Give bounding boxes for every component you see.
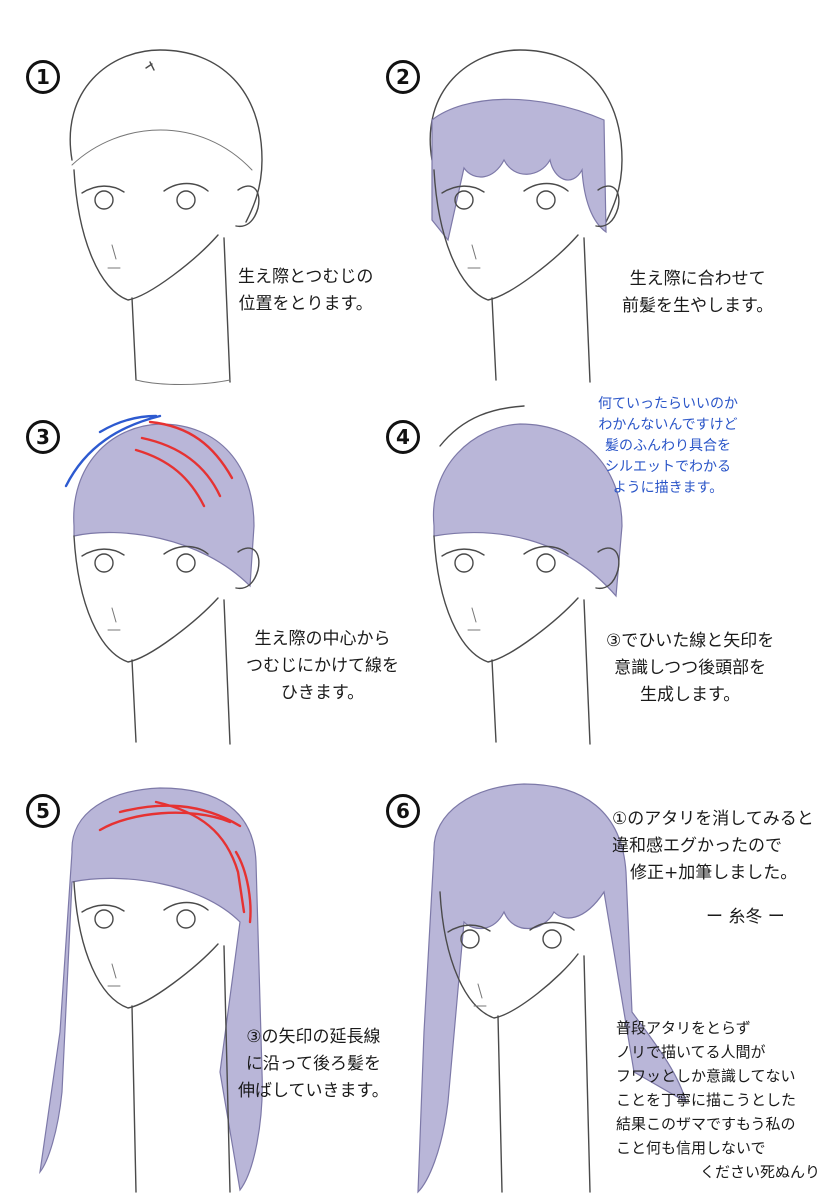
revision-note: ①のアタリを消してみると 違和感エグかったので 修正+加筆しました。 xyxy=(612,806,814,887)
note-line: 生成します。 xyxy=(639,685,741,705)
note-line: ひきます。 xyxy=(280,683,365,703)
step-number: 6 xyxy=(396,799,410,823)
note-line: ように描きます。 xyxy=(612,480,724,496)
face-sketch-6 xyxy=(417,783,687,1194)
step-number: 2 xyxy=(396,65,410,89)
note-line: こと何も信用しないで xyxy=(616,1139,766,1157)
step-badge-1: 1 xyxy=(26,60,60,94)
note-line: 何ていったらいいのか xyxy=(598,396,738,412)
note-line: 生え際に合わせて xyxy=(629,269,766,289)
panel-step-1: 1 生え際とつむじの 位置をとります。 xyxy=(0,0,414,386)
face-sketch-1 xyxy=(69,49,263,385)
note-line: ③の矢印の延長線 xyxy=(246,1027,381,1047)
face-sketch-4 xyxy=(432,405,623,745)
note-line: 修正+加筆しました。 xyxy=(630,863,798,883)
note-line: 位置をとります。 xyxy=(238,294,373,314)
step-number: 4 xyxy=(396,425,410,449)
red-guide-arrow xyxy=(148,420,234,480)
panel-step-5: 5 ③の矢印の延長線 に沿って後ろ髪を 伸ばしていきます。 xyxy=(0,772,414,1200)
note-line: ください死ぬんり xyxy=(700,1163,821,1181)
note-line: フワッとしか意識してない xyxy=(616,1067,796,1085)
panel-step-6: 6 ①のアタリを消してみると 違和感エグかったので 修正+加筆しました。 ー 糸… xyxy=(386,772,828,1200)
blue-guide-arrow xyxy=(64,414,162,488)
note-line: ノリで描いてる人間が xyxy=(616,1043,766,1061)
panel-step-2: 2 生え際に合わせて 前髪を生やします。 xyxy=(386,0,828,386)
note-line: 違和感エグかったので xyxy=(612,836,782,856)
note-line: 意識しつつ後頭部を xyxy=(614,658,767,678)
note-line: わかんないんですけど xyxy=(598,417,738,433)
note-line: 伸ばしていきます。 xyxy=(238,1081,389,1101)
note-line: シルエットでわかる xyxy=(605,459,731,475)
face-sketch-5 xyxy=(39,787,263,1193)
face-sketch-3 xyxy=(64,414,260,745)
step-badge-6: 6 xyxy=(386,794,420,828)
instruction-note-2: 生え際に合わせて 前髪を生やします。 xyxy=(622,266,773,320)
note-line: ことを丁寧に描こうとした xyxy=(616,1091,797,1109)
end-mark-text: ー 糸冬 ー xyxy=(706,907,785,927)
note-line: ③でひいた線と矢印を xyxy=(606,631,775,651)
note-line: 生え際とつむじの xyxy=(238,267,374,287)
panel-step-4: 4 何ていったらいいのか わかんないんですけど 髪のふんわり具合を シルエットで… xyxy=(386,386,828,772)
step-badge-3: 3 xyxy=(26,420,60,454)
note-line: 前髪を生やします。 xyxy=(622,296,774,316)
step-badge-4: 4 xyxy=(386,420,420,454)
step-badge-2: 2 xyxy=(386,60,420,94)
footer-comment: 普段アタリをとらず ノリで描いてる人間が フワッとしか意識してない ことを丁寧に… xyxy=(616,1016,820,1184)
step-number: 1 xyxy=(36,65,50,89)
face-sketch-2 xyxy=(429,49,623,383)
note-line: に沿って後ろ髪を xyxy=(245,1054,381,1074)
note-line: 生え際の中心から xyxy=(254,629,391,649)
note-line: 普段アタリをとらず xyxy=(616,1019,751,1037)
instruction-note-3: 生え際の中心から つむじにかけて線を ひきます。 xyxy=(246,626,399,707)
step-number: 5 xyxy=(36,799,50,823)
note-line: 髪のふんわり具合を xyxy=(605,438,731,454)
instruction-note-5: ③の矢印の延長線 に沿って後ろ髪を 伸ばしていきます。 xyxy=(238,1024,389,1105)
instruction-note-1: 生え際とつむじの 位置をとります。 xyxy=(238,264,373,318)
end-mark: ー 糸冬 ー xyxy=(706,904,785,931)
note-line: つむじにかけて線を xyxy=(246,656,399,676)
instruction-note-4: ③でひいた線と矢印を 意識しつつ後頭部を 生成します。 xyxy=(606,628,774,709)
step-number: 3 xyxy=(36,425,50,449)
step-badge-5: 5 xyxy=(26,794,60,828)
side-comment-note: 何ていったらいいのか わかんないんですけど 髪のふんわり具合を シルエットでわか… xyxy=(598,394,738,499)
note-line: ①のアタリを消してみると xyxy=(612,809,814,829)
note-line: 結果このザマですもう私の xyxy=(616,1115,796,1133)
panel-step-3: 3 生え際の中心から つむじにかけて線を ひきます。 xyxy=(0,386,414,772)
